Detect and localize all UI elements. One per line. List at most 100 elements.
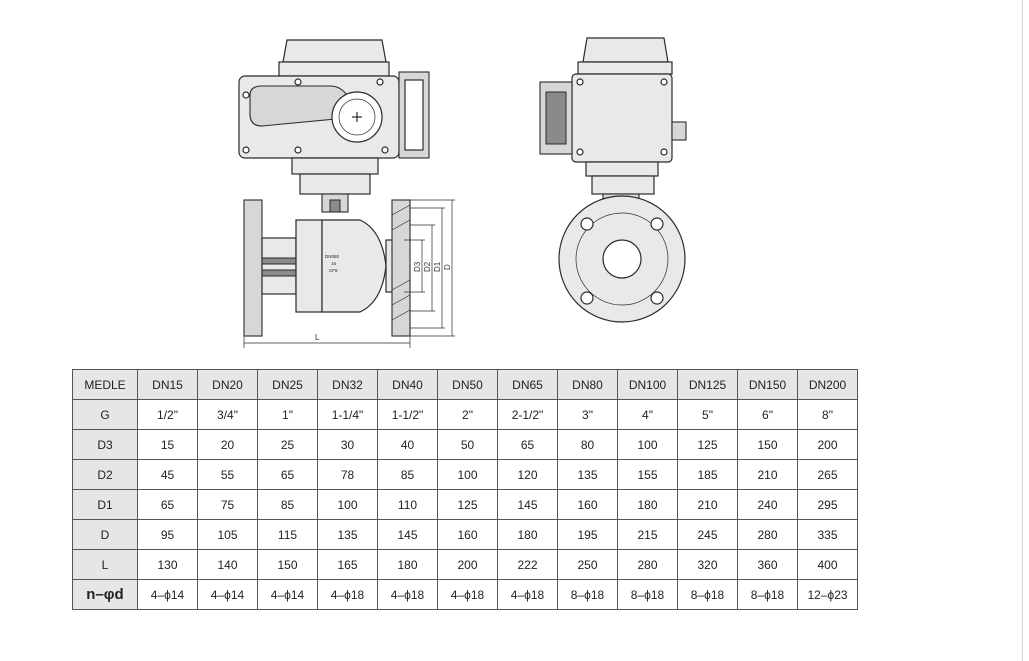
front-view: DN080 16 CF8 D3 D2 D1 D [238,39,455,348]
table-cell: 4–ϕ18 [317,579,378,610]
table-cell: 265 [797,459,858,490]
table-cell: 180 [377,549,438,580]
table-cell: 140 [197,549,258,580]
table-cell: 4–ϕ14 [257,579,318,610]
table-cell: 110 [377,489,438,520]
table-cell: 222 [497,549,558,580]
table-cell: 280 [617,549,678,580]
table-cell: 85 [257,489,318,520]
valve-technical-drawing: DN080 16 CF8 D3 D2 D1 D [238,37,687,348]
table-cell: 4–ϕ18 [377,579,438,610]
column-header: DN125 [677,369,738,400]
table-cell: 250 [557,549,618,580]
row-header: D3 [72,429,138,460]
row-header: G [72,399,138,430]
table-cell: 12–ϕ23 [797,579,858,610]
table-cell: 50 [437,429,498,460]
table-cell: 215 [617,519,678,550]
table-cell: 145 [377,519,438,550]
table-cell: 335 [797,519,858,550]
column-header: DN20 [197,369,258,400]
table-cell: 8–ϕ18 [677,579,738,610]
table-cell: 4–ϕ18 [497,579,558,610]
table-cell: 4–ϕ14 [197,579,258,610]
table-cell: 78 [317,459,378,490]
table-cell: 1-1/4" [317,399,378,430]
side-view [539,37,687,323]
table-cell: 210 [677,489,738,520]
table-cell: 100 [317,489,378,520]
table-cell: 165 [317,549,378,580]
table-cell: 200 [797,429,858,460]
table-cell: 1-1/2" [377,399,438,430]
table-cell: 135 [557,459,618,490]
table-cell: 3/4" [197,399,258,430]
column-header: DN150 [737,369,798,400]
table-cell: 195 [557,519,618,550]
table-cell: 105 [197,519,258,550]
table-cell: 125 [437,489,498,520]
table-cell: 160 [557,489,618,520]
table-cell: 95 [137,519,198,550]
dim-label-d3: D3 [413,261,422,272]
table-cell: 4" [617,399,678,430]
table-cell: 145 [497,489,558,520]
column-header: DN80 [557,369,618,400]
table-cell: 100 [437,459,498,490]
table-cell: 360 [737,549,798,580]
dim-label-d: D [443,264,452,270]
table-cell: 100 [617,429,678,460]
table-cell: 45 [137,459,198,490]
table-cell: 20 [197,429,258,460]
table-cell: 30 [317,429,378,460]
table-header-row: MEDLE DN15 DN20 DN25 DN32 DN40 DN50 DN65… [72,369,858,400]
table-cell: 8–ϕ18 [557,579,618,610]
column-header: DN65 [497,369,558,400]
table-cell: 210 [737,459,798,490]
row-header: D [72,519,138,550]
table-cell: 15 [137,429,198,460]
body-marking-line-1: DN080 [325,254,340,259]
body-marking-line-3: CF8 [329,268,338,273]
table-cell: 1/2" [137,399,198,430]
table-cell: 200 [437,549,498,580]
table-cell: 130 [137,549,198,580]
table-cell: 135 [317,519,378,550]
row-header: D2 [72,459,138,490]
table-cell: 150 [257,549,318,580]
table-cell: 55 [197,459,258,490]
table-cell: 1" [257,399,318,430]
table-cell: 8" [797,399,858,430]
column-header: DN200 [797,369,858,400]
table-cell: 280 [737,519,798,550]
column-header: DN32 [317,369,378,400]
table-cell: 65 [257,459,318,490]
table-cell: 125 [677,429,738,460]
table-cell: 4–ϕ14 [137,579,198,610]
row-header: D1 [72,489,138,520]
dim-label-l: L [315,333,320,342]
row-header: n–φd [72,579,138,610]
table-cell: 185 [677,459,738,490]
table-cell: 85 [377,459,438,490]
dim-label-d2: D2 [423,261,432,272]
table-cell: 2-1/2" [497,399,558,430]
table-cell: 150 [737,429,798,460]
table-cell: 320 [677,549,738,580]
table-cell: 3" [557,399,618,430]
table-cell: 65 [137,489,198,520]
table-cell: 80 [557,429,618,460]
table-cell: 155 [617,459,678,490]
table-cell: 25 [257,429,318,460]
column-header: DN15 [137,369,198,400]
dim-label-d1: D1 [433,261,442,272]
column-header: DN50 [437,369,498,400]
